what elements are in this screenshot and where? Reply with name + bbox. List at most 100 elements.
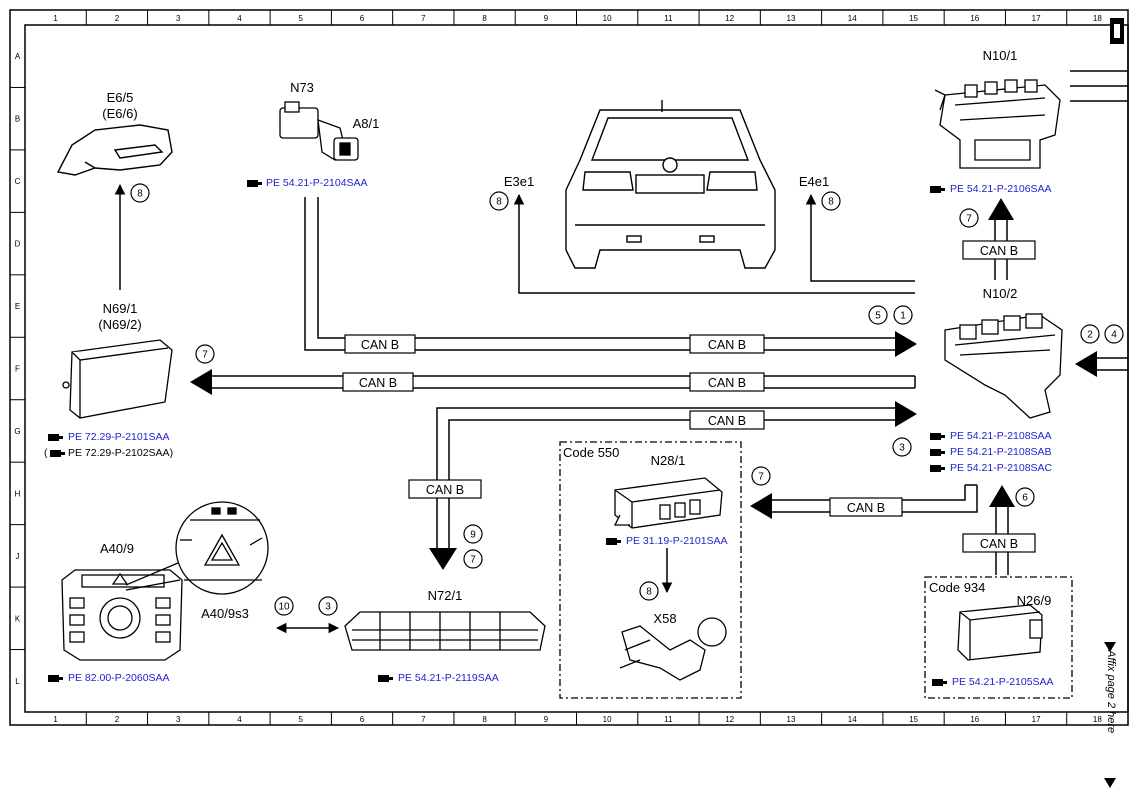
svg-text:10: 10 (278, 602, 290, 613)
code-550-label: Code 550 (563, 445, 619, 460)
trailer-module-icon (613, 477, 723, 529)
grid-col-label: 18 (1093, 715, 1102, 724)
door-module-icon (62, 339, 173, 419)
step-circle-c7_n281: 7 (751, 466, 771, 486)
svg-text:7: 7 (758, 472, 764, 483)
svg-text:PE 54.21-P-2104SAA[interactable]: PE 54.21-P-2104SAA (266, 177, 368, 189)
code-550-box (559, 441, 742, 699)
grid-row-label: F (15, 365, 20, 374)
svg-text:PE 54.21-P-2105SAA[interactable]: PE 54.21-P-2105SAA (952, 676, 1054, 688)
grid-row-label: L (15, 677, 20, 686)
grid-col-label: 17 (1032, 14, 1041, 23)
ref-n101[interactable]: PE 54.21-P-2106SAA (930, 183, 1052, 195)
grid-col-label: 11 (664, 715, 673, 724)
grid-col-label: 9 (544, 14, 549, 23)
label-n73: N73 (290, 80, 314, 95)
grid-col-label: 10 (603, 715, 612, 724)
label-n721: N72/1 (428, 588, 463, 603)
ref-n73[interactable]: PE 54.21-P-2104SAA (247, 177, 368, 189)
step-circle-c7_n721: 7 (463, 549, 483, 569)
svg-text:6: 6 (1022, 493, 1028, 504)
ref-n269[interactable]: PE 54.21-P-2105SAA (932, 676, 1054, 688)
svg-text:7: 7 (966, 214, 972, 225)
step-circle-c4: 4 (1104, 324, 1124, 344)
can-b-label: CAN B (361, 338, 399, 352)
wire-e3e1 (513, 193, 915, 294)
ref-n102-c[interactable]: PE 54.21-P-2108SAC (930, 462, 1053, 474)
label-a409: A40/9 (100, 541, 134, 556)
grid-row-label: H (15, 489, 21, 498)
svg-text:5: 5 (875, 311, 881, 322)
ref-n281[interactable]: PE 31.19-P-2101SAA (606, 535, 728, 547)
svg-text:8: 8 (828, 197, 834, 208)
label-n692: (N69/2) (98, 317, 141, 332)
step-circle-c3_n102: 3 (892, 437, 912, 457)
svg-text:PE 31.19-P-2101SAA[interactable]: PE 31.19-P-2101SAA (626, 535, 728, 547)
code-934-label: Code 934 (929, 580, 985, 595)
affix-note: Affix page 2 here (1105, 649, 1117, 733)
grid-col-label: 3 (176, 14, 181, 23)
grid-col-label: 8 (482, 715, 487, 724)
control-panel-icon (344, 611, 546, 651)
cockpit-unit-icon (61, 569, 183, 661)
label-n102: N10/2 (983, 286, 1018, 301)
svg-text:3: 3 (325, 602, 331, 613)
svg-text:PE 54.21-P-2108SAA[interactable]: PE 54.21-P-2108SAA (950, 430, 1052, 442)
ref-a409[interactable]: PE 82.00-P-2060SAA (48, 672, 170, 684)
step-circle-c9: 9 (463, 524, 483, 544)
grid-col-label: 16 (970, 14, 979, 23)
bus-external-n102 (1097, 357, 1128, 371)
svg-text:PE 54.21-P-2108SAC[interactable]: PE 54.21-P-2108SAC (950, 462, 1053, 474)
svg-text:PE 54.21-P-2108SAB[interactable]: PE 54.21-P-2108SAB (950, 446, 1052, 458)
svg-text:PE 72.29-P-2101SAA[interactable]: PE 72.29-P-2101SAA (68, 431, 170, 443)
grid-col-label: 10 (603, 14, 612, 23)
svg-text:PE 54.21-P-2119SAA[interactable]: PE 54.21-P-2119SAA (398, 672, 499, 684)
grid-col-label: 8 (482, 14, 487, 23)
svg-text:PE 72.29-P-2102SAA)[interactable]: PE 72.29-P-2102SAA) (68, 447, 173, 459)
arrow-to-n102-mid (895, 401, 917, 427)
grid-col-label: 13 (787, 715, 796, 724)
svg-text:8: 8 (137, 189, 143, 200)
code-934-box (924, 576, 1073, 699)
label-n691: N69/1 (103, 301, 138, 316)
svg-text:4: 4 (1111, 330, 1117, 341)
step-circle-c10: 10 (274, 596, 294, 616)
step-circle-c6: 6 (1015, 487, 1035, 507)
ref-n721[interactable]: PE 54.21-P-2119SAA (378, 672, 499, 684)
svg-text:2: 2 (1087, 330, 1093, 341)
ref-n102-b[interactable]: PE 54.21-P-2108SAB (930, 446, 1052, 458)
grid-col-label: 7 (421, 715, 426, 724)
svg-text:7: 7 (202, 350, 208, 361)
can-b-label: CAN B (708, 338, 746, 352)
svg-text:1: 1 (900, 311, 906, 322)
label-a81: A8/1 (353, 116, 380, 131)
label-n101: N10/1 (983, 48, 1018, 63)
wire-e4e1 (805, 193, 915, 282)
step-circle-c8_e4e1: 8 (821, 191, 841, 211)
label-x58: X58 (653, 611, 676, 626)
grid-col-label: 12 (725, 715, 734, 724)
label-e4e1: E4e1 (799, 174, 829, 189)
grid-row-label: A (15, 52, 21, 61)
grid-col-label: 1 (53, 715, 58, 724)
grid-row-label: K (15, 614, 21, 623)
grid-row-label: C (15, 177, 21, 186)
svg-text:PE 54.21-P-2106SAA[interactable]: PE 54.21-P-2106SAA (950, 183, 1052, 195)
label-n281: N28/1 (651, 453, 686, 468)
ref-n691[interactable]: PE 72.29-P-2101SAA (48, 431, 170, 443)
svg-text:(: ( (44, 447, 48, 459)
label-e65: E6/5 (107, 90, 134, 105)
grid-col-label: 2 (115, 14, 120, 23)
ref-n692[interactable]: ( PE 72.29-P-2102SAA) (44, 447, 173, 459)
step-circle-c8_e65: 8 (130, 183, 150, 203)
can-b-label: CAN B (359, 376, 397, 390)
grid-col-label: 6 (360, 715, 365, 724)
can-b-label: CAN B (426, 483, 464, 497)
step-circle-c5: 5 (868, 305, 888, 325)
ref-n102-a[interactable]: PE 54.21-P-2108SAA (930, 430, 1052, 442)
svg-text:PE 82.00-P-2060SAA[interactable]: PE 82.00-P-2060SAA (68, 672, 170, 684)
